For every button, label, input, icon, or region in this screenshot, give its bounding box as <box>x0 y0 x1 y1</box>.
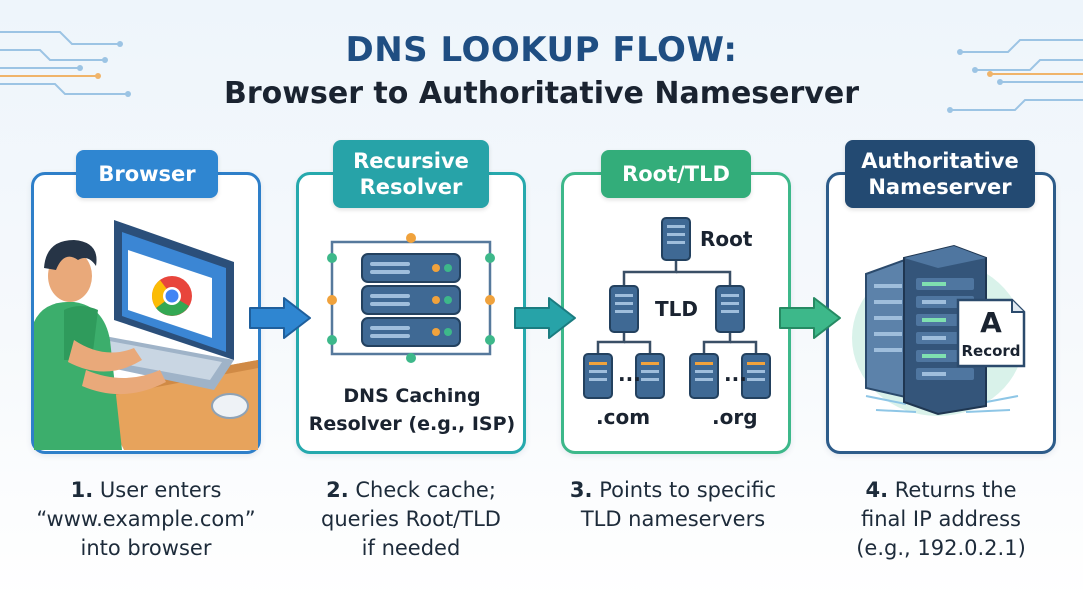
server-tree-icon <box>583 217 771 399</box>
caption-step-2: 2. Check cache; queries Root/TLD if need… <box>286 476 536 563</box>
authoritative-tag-line-2: Nameserver <box>868 175 1012 199</box>
authoritative-tag: Authoritative Nameserver <box>845 140 1035 208</box>
server-stack-icon <box>327 233 495 363</box>
caption-step-4-line-2: final IP address <box>861 507 1021 531</box>
caption-step-4-number: 4. <box>865 478 889 502</box>
page-title: DNS LOOKUP FLOW: <box>345 30 738 70</box>
root-server-icon <box>661 217 691 261</box>
record-label: Record <box>961 342 1021 360</box>
chrome-logo-icon <box>152 276 192 316</box>
page-subtitle: Browser to Authoritative Nameserver <box>224 76 859 111</box>
tld-label: TLD <box>655 297 698 321</box>
arrow-right-icon-2 <box>514 297 576 339</box>
circuit-decoration-right <box>947 39 1083 113</box>
caption-step-4: 4. Returns the final IP address (e.g., 1… <box>816 476 1066 563</box>
caption-step-1-line-1: User enters <box>99 478 222 502</box>
arrow-right-icon-3 <box>779 297 841 339</box>
caption-step-4-line-1: Returns the <box>894 478 1017 502</box>
org-label: .org <box>712 405 758 429</box>
resolver-tag-line-1: Recursive <box>353 149 469 173</box>
root-label: Root <box>700 227 753 251</box>
com-label: .com <box>596 405 651 429</box>
resolver-tag: Recursive Resolver <box>333 140 489 208</box>
caption-step-3: 3. Points to specific TLD nameservers <box>548 476 798 534</box>
arrow-right-icon-1 <box>249 297 311 339</box>
circuit-decoration-left <box>0 31 131 97</box>
authoritative-tag-line-1: Authoritative <box>861 149 1019 173</box>
caption-step-2-line-1: Check cache; <box>355 478 496 502</box>
a-record-document-icon <box>956 298 1026 368</box>
caption-step-1-line-2: “www.example.com” <box>36 507 256 531</box>
caption-step-1: 1. User enters “www.example.com” into br… <box>21 476 271 563</box>
browser-tag: Browser <box>76 150 218 198</box>
resolver-description-line-1: DNS Caching <box>343 385 481 407</box>
caption-step-4-line-3: (e.g., 192.0.2.1) <box>856 536 1026 560</box>
server-rack-icon <box>852 244 1026 416</box>
caption-step-1-line-3: into browser <box>80 536 212 560</box>
caption-step-2-line-3: if needed <box>361 536 461 560</box>
root-tld-tag: Root/TLD <box>601 150 751 198</box>
caption-step-3-line-1: Points to specific <box>599 478 777 502</box>
caption-step-3-number: 3. <box>569 478 593 502</box>
tld-server-icon <box>609 285 745 333</box>
ellipsis-right: ... <box>724 362 747 386</box>
caption-step-1-number: 1. <box>70 478 94 502</box>
caption-step-2-number: 2. <box>326 478 349 502</box>
resolver-description: DNS Caching Resolver (e.g., ISP) <box>300 382 524 438</box>
caption-step-3-line-2: TLD nameservers <box>580 507 766 531</box>
resolver-description-line-2: Resolver (e.g., ISP) <box>308 413 516 435</box>
user-laptop-illustration <box>34 220 258 450</box>
ellipsis-left: ... <box>618 362 641 386</box>
resolver-tag-line-2: Resolver <box>359 175 463 199</box>
leaf-server-icons <box>583 353 771 399</box>
record-letter: A <box>980 306 1002 339</box>
caption-step-2-line-2: queries Root/TLD <box>321 507 501 531</box>
